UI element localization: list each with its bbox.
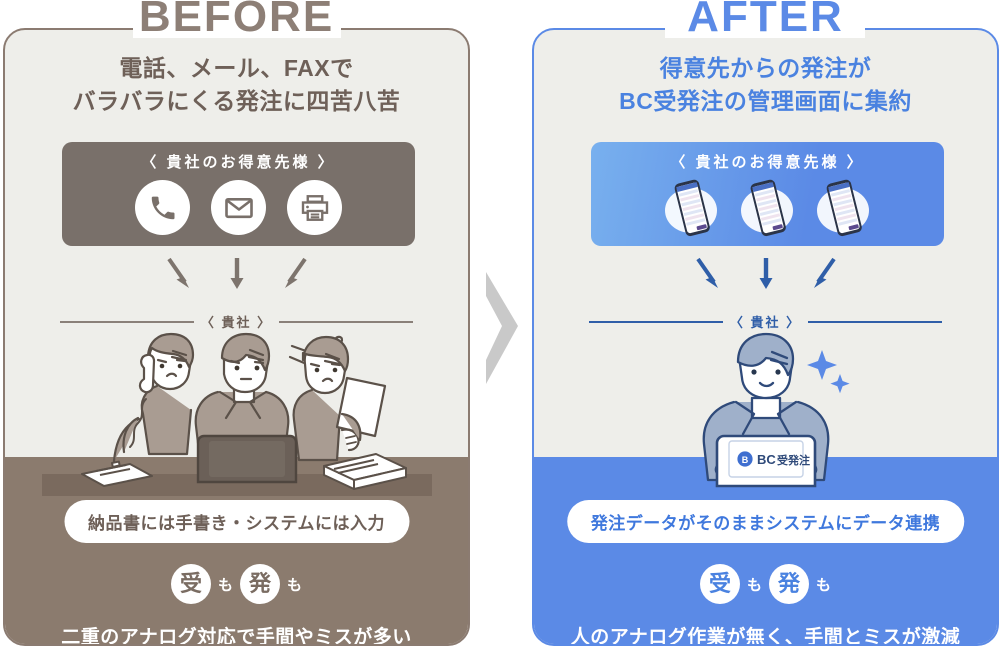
- rule-line-right: [279, 320, 414, 323]
- before-badge-uke: 受: [170, 564, 211, 604]
- before-channel-list: [62, 180, 415, 235]
- after-channel-list: [591, 179, 944, 238]
- arrow-down-right-icon: [813, 257, 836, 288]
- before-illustration: [5, 326, 468, 496]
- before-title-notch: [133, 20, 341, 38]
- after-panel: 得意先からの発注が BC受発注の管理画面に集約 〈 貴社のお得意先様 〉: [532, 28, 999, 646]
- rule-line-right: [808, 320, 943, 323]
- after-headline-line1: 得意先からの発注が: [659, 55, 872, 81]
- arrow-down-icon: [230, 258, 243, 289]
- before-flow-arrows: [5, 254, 468, 294]
- after-customer-label: 〈 貴社のお得意先様 〉: [670, 154, 865, 171]
- after-flow-arrows: [534, 254, 997, 294]
- rule-line-left: [589, 320, 723, 323]
- fax-icon: [287, 180, 342, 235]
- after-badge-uke: 受: [699, 564, 740, 604]
- before-tag: BEFORE: [138, 0, 335, 41]
- before-panel: 電話、メール、FAXで バラバラにくる発注に四苦八苦 〈 貴社のお得意先様 〉: [3, 28, 470, 646]
- after-headline: 得意先からの発注が BC受発注の管理画面に集約: [534, 52, 997, 117]
- after-summary: 人のアナログ作業が無く、手間とミスが激減: [570, 627, 961, 646]
- before-summary: 二重のアナログ対応で手間やミスが多い: [61, 627, 412, 646]
- before-customer-label: 〈 貴社のお得意先様 〉: [141, 154, 336, 171]
- arrow-down-left-icon: [695, 257, 718, 288]
- before-badge-uke-suffix: も: [217, 576, 233, 594]
- svg-text:受発注: 受発注: [777, 453, 810, 467]
- after-illustration: B BC 受発注: [534, 326, 997, 496]
- arrow-down-icon: [759, 258, 772, 289]
- after-title-notch: [665, 20, 865, 38]
- before-badge-row: 受 も 発 も: [5, 564, 468, 604]
- svg-text:BC: BC: [757, 452, 776, 467]
- before-pill-label: 納品書には手書き・システムには入力: [64, 500, 409, 543]
- smartphone-icon: [740, 179, 795, 238]
- after-pill-label: 発注データがそのままシステムにデータ連携: [566, 500, 965, 543]
- before-company-label: 〈 貴社 〉: [200, 315, 273, 330]
- after-badge-hatsu-suffix: も: [816, 576, 832, 594]
- after-badge-hatsu: 発: [769, 564, 809, 604]
- after-badge-uke-suffix: も: [746, 576, 762, 594]
- smartphone-icon: [664, 179, 719, 238]
- smartphone-icon: [816, 179, 871, 238]
- svg-text:B: B: [741, 455, 748, 465]
- phone-icon: [135, 180, 190, 235]
- after-company-label: 〈 貴社 〉: [729, 315, 802, 330]
- after-headline-line2: BC受発注の管理画面に集約: [619, 87, 912, 114]
- chevron-right-icon: [486, 272, 518, 384]
- after-tag: AFTER: [687, 0, 844, 41]
- after-badge-row: 受 も 発 も: [534, 564, 997, 604]
- before-headline-line2: バラバラにくる発注に四苦八苦: [72, 87, 401, 114]
- before-badge-hatsu-suffix: も: [287, 576, 303, 594]
- rule-line-left: [60, 320, 194, 323]
- before-customer-strip: 〈 貴社のお得意先様 〉: [62, 142, 415, 246]
- after-company-rule: 〈 貴社 〉: [589, 312, 943, 331]
- before-headline: 電話、メール、FAXで バラバラにくる発注に四苦八苦: [5, 52, 468, 117]
- before-company-rule: 〈 貴社 〉: [60, 312, 414, 331]
- before-headline-line1: 電話、メール、FAXで: [119, 55, 354, 81]
- arrow-down-left-icon: [166, 257, 189, 288]
- after-customer-strip: 〈 貴社のお得意先様 〉: [591, 142, 944, 246]
- arrow-down-right-icon: [284, 257, 307, 288]
- mail-icon: [211, 180, 266, 235]
- before-badge-hatsu: 発: [240, 564, 280, 604]
